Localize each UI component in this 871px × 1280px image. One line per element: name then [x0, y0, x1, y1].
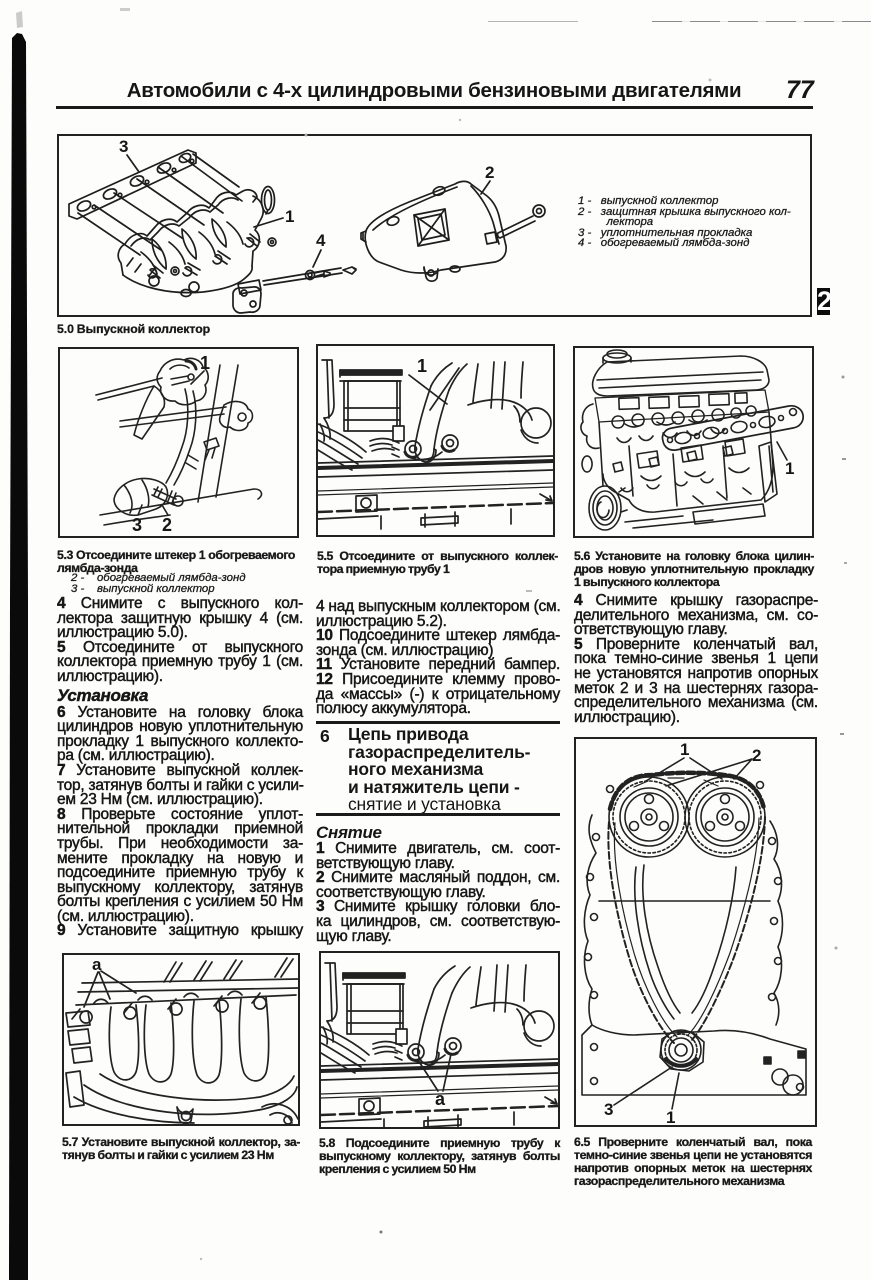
svg-text:4: 4 [316, 231, 326, 250]
svg-text:1: 1 [785, 459, 794, 478]
svg-text:а: а [435, 1089, 446, 1109]
svg-text:3: 3 [132, 515, 142, 535]
svg-text:3: 3 [119, 137, 128, 156]
svg-text:2: 2 [162, 515, 172, 535]
svg-text:1: 1 [666, 1108, 675, 1127]
svg-text:1: 1 [285, 207, 294, 226]
svg-text:а: а [92, 955, 102, 974]
svg-text:3: 3 [604, 1100, 613, 1119]
svg-text:1: 1 [200, 353, 210, 373]
svg-text:1: 1 [417, 356, 427, 376]
svg-text:2: 2 [485, 163, 494, 182]
svg-text:2: 2 [752, 746, 761, 765]
svg-text:1: 1 [680, 740, 689, 759]
